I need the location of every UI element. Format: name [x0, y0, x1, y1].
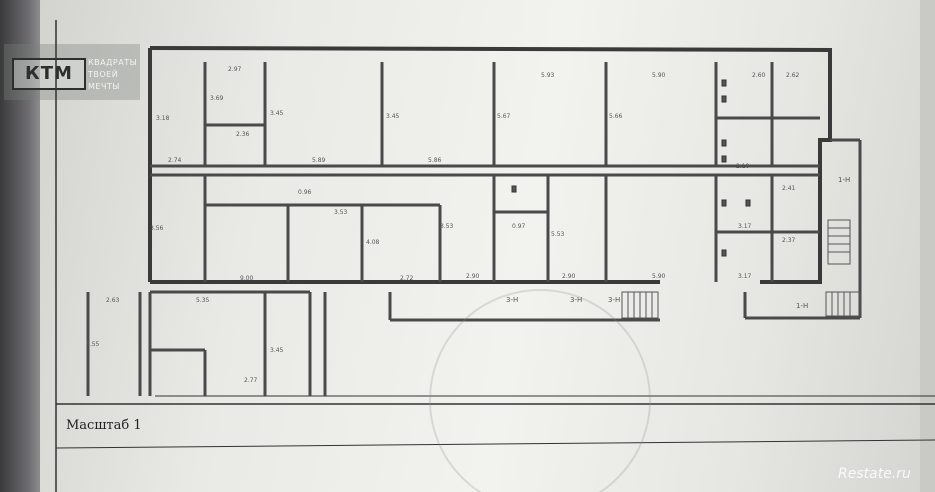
dim-label: 2.77 [244, 377, 258, 384]
dim-label: 2.10 [736, 163, 750, 170]
dim-label: 4.08 [366, 239, 380, 246]
dim-label: 2.36 [236, 131, 250, 138]
outer-wall-top-right [149, 46, 832, 284]
dim-label: 5.90 [652, 273, 666, 280]
dimension-labels: 2.97 5.93 5.90 2.60 2.62 3.18 3.69 3.45 … [86, 66, 800, 384]
logo-line-2: ТВОЕЙ [88, 70, 119, 79]
dim-label: 2.37 [782, 237, 796, 244]
toilet-fixtures [511, 79, 751, 257]
watermark-logo: КТМ КВАДРАТЫ ТВОЕЙ МЕЧТЫ [4, 44, 140, 100]
dim-label: 2.90 [562, 273, 576, 280]
dim-label: 5.90 [652, 72, 666, 79]
entrance-label: 1-Н [796, 302, 808, 310]
scale-label: Масштаб 1 [66, 418, 142, 433]
entrance-label: 3-Н [506, 296, 518, 304]
dim-label: 3.53 [334, 209, 348, 216]
dim-label: 5.66 [609, 113, 623, 120]
site-watermark: Restate.ru [838, 466, 911, 482]
dim-label: 3.45 [386, 113, 400, 120]
dim-label: 2.74 [168, 157, 182, 164]
logo-mark: КТМ [12, 58, 86, 90]
dim-label: 3.17 [738, 223, 752, 230]
dim-label: 3.56 [150, 225, 164, 232]
dim-label: 3.53 [440, 223, 454, 230]
faint-stamp [429, 289, 651, 492]
dim-label: 2.90 [466, 273, 480, 280]
stair-side [827, 219, 851, 265]
dim-label: 5.67 [497, 113, 511, 120]
dim-label: 9.00 [240, 275, 254, 282]
stair-right [825, 291, 861, 317]
frame-lines [55, 20, 935, 492]
dim-label: 5.53 [551, 231, 565, 238]
dim-label: 5.55 [86, 341, 100, 348]
dim-label: 0.97 [512, 223, 526, 230]
entrance-label: 3-Н [608, 296, 620, 304]
logo-line-1: КВАДРАТЫ [88, 58, 138, 67]
dim-label: 2.97 [228, 66, 242, 73]
dim-label: 5.35 [196, 297, 210, 304]
entrance-label: 3-Н [570, 296, 582, 304]
dim-label: 5.86 [428, 157, 442, 164]
frame-titleblock-bottom [55, 439, 935, 449]
dim-label: 5.93 [541, 72, 555, 79]
entrance-labels: 3-Н 3-Н 3-Н 1-Н 1-Н [506, 176, 850, 310]
dim-label: 2.62 [786, 72, 800, 79]
stairs [621, 219, 861, 319]
dim-label: 2.60 [752, 72, 766, 79]
dim-label: 3.45 [270, 110, 284, 117]
lower-walls [86, 138, 862, 396]
dim-label: 3.18 [156, 115, 170, 122]
dim-label: 2.63 [106, 297, 120, 304]
entrance-label: 1-Н [838, 176, 850, 184]
dim-label: 3.17 [738, 273, 752, 280]
interior-walls [150, 62, 820, 282]
dim-label: 3.45 [270, 347, 284, 354]
dim-label: 3.69 [210, 95, 224, 102]
dim-label: 0.96 [298, 189, 312, 196]
dim-label: 2.41 [782, 185, 796, 192]
logo-line-3: МЕЧТЫ [88, 82, 120, 91]
dim-label: 2.72 [400, 275, 414, 282]
dim-label: 5.89 [312, 157, 326, 164]
